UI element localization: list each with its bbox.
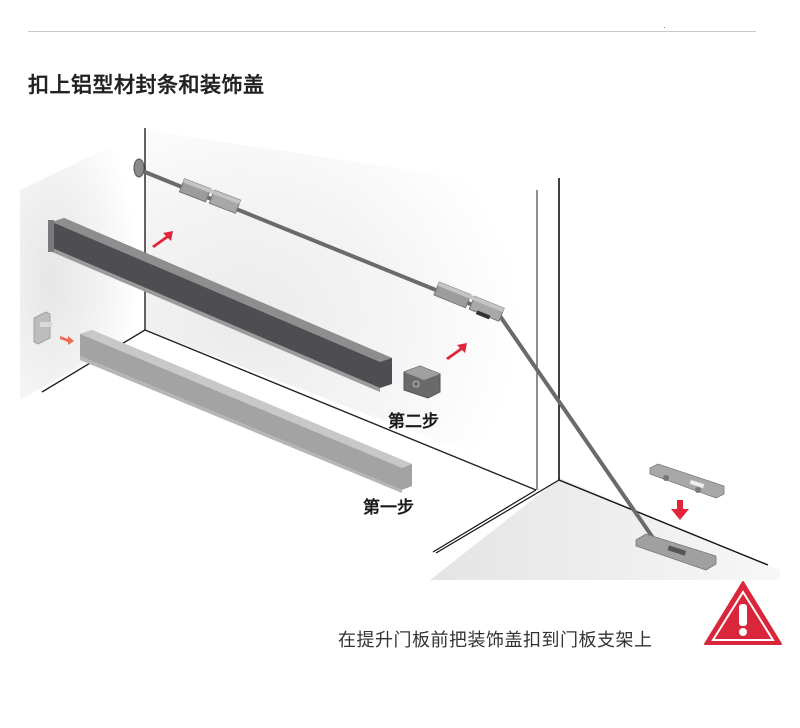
arrow-step1 (60, 336, 74, 345)
end-cap-step1 (33, 311, 52, 345)
back-floor-line (144, 329, 537, 491)
right-floor (430, 478, 780, 580)
top-divider (28, 31, 756, 32)
right-floor-back-line (558, 479, 769, 566)
aluminum-profile-step2 (48, 218, 392, 392)
step2-label: 第二步 (388, 412, 439, 432)
page-mark (664, 27, 665, 28)
step1-label: 第一步 (363, 498, 414, 518)
page-title: 扣上铝型材封条和装饰盖 (28, 73, 265, 97)
right-floor-front-line-a (432, 489, 537, 553)
decorative-cap-step2 (403, 365, 441, 399)
profile-end-cap (48, 220, 54, 252)
door-bracket-base (635, 533, 717, 571)
arrow-step2-left (152, 231, 173, 248)
installation-illustration (20, 128, 780, 580)
upper-connector (178, 178, 242, 214)
wall-anchor (133, 158, 145, 178)
cable-assembly (133, 158, 662, 550)
cap-screw-icon (412, 380, 420, 388)
warning-triangle-icon (704, 581, 782, 645)
arrow-step2-right (446, 343, 467, 360)
back-wall (145, 130, 540, 480)
warning-note: 在提升门板前把装饰盖扣到门板支架上 (338, 630, 653, 651)
aluminum-profile-step1 (80, 330, 412, 493)
lower-connector (433, 281, 505, 322)
door-bracket-cover (649, 463, 725, 499)
arrow-down (671, 500, 689, 520)
right-floor-front-line-b (435, 479, 560, 554)
